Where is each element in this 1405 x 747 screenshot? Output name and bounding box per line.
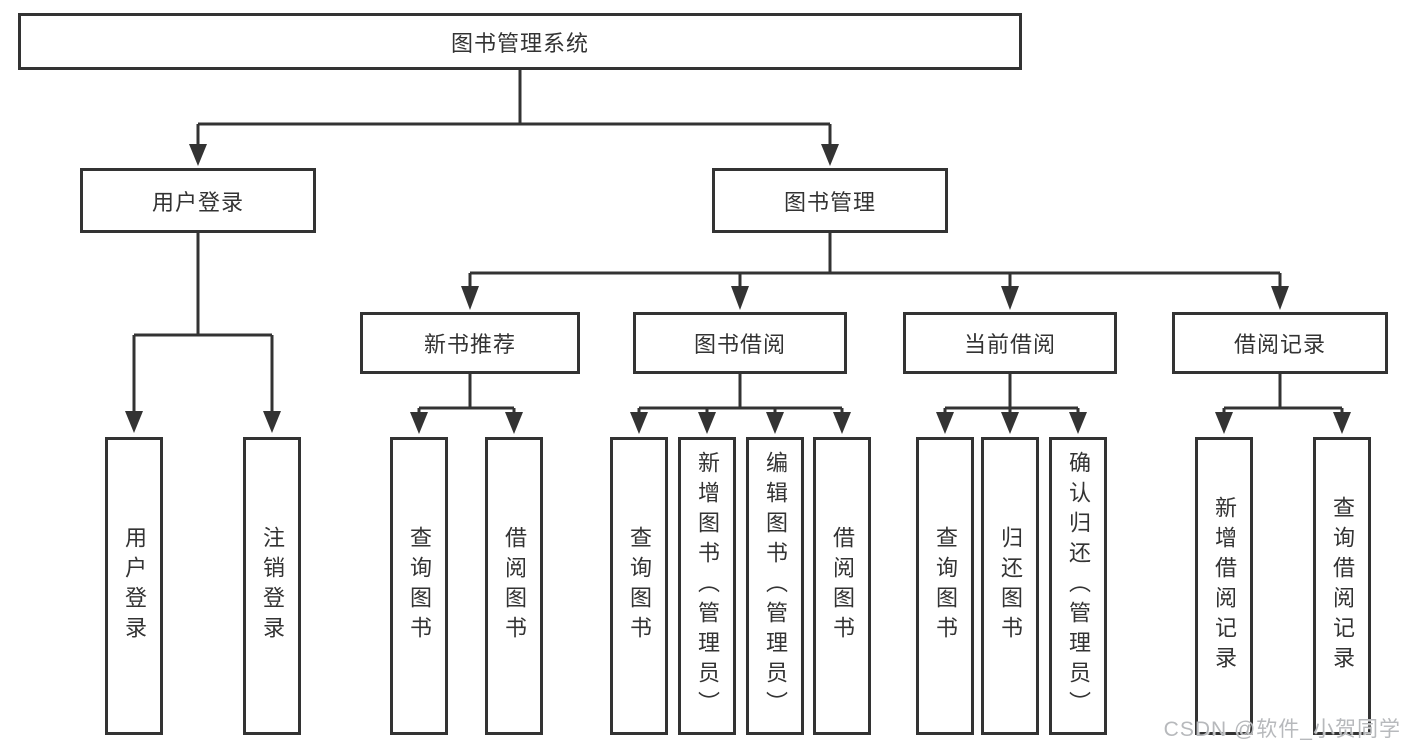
node-book-borrow-label: 图书借阅 (693, 332, 786, 357)
node-borrow-records: 借阅记录 (1172, 312, 1388, 374)
leaf-return-books-label: 归还图书 (998, 526, 1023, 646)
node-library-management-system: 图书管理系统 (18, 13, 1022, 70)
leaf-add-borrow-record-label: 新增借阅记录 (1212, 496, 1237, 676)
leaf-borrow-query-books: 查询图书 (610, 437, 668, 735)
leaf-edit-book-admin-label: 编辑图书（管理员） (763, 451, 788, 721)
leaf-logout-label: 注销登录 (260, 526, 285, 646)
leaf-confirm-return-admin: 确认归还（管理员） (1049, 437, 1107, 735)
leaf-add-book-admin-label: 新增图书（管理员） (695, 451, 720, 721)
leaf-logout: 注销登录 (243, 437, 301, 735)
leaf-confirm-return-admin-label: 确认归还（管理员） (1066, 451, 1091, 721)
node-borrow-records-label: 借阅记录 (1233, 332, 1326, 357)
node-user-login-label: 用户登录 (151, 189, 244, 215)
leaf-add-borrow-record: 新增借阅记录 (1195, 437, 1253, 735)
node-book-management-label: 图书管理 (783, 189, 876, 215)
leaf-query-borrow-record-label: 查询借阅记录 (1330, 496, 1355, 676)
leaf-recommend-borrow-books-label: 借阅图书 (502, 526, 527, 646)
leaf-current-query-books-label: 查询图书 (933, 526, 958, 646)
leaf-borrow-query-books-label: 查询图书 (627, 526, 652, 646)
node-new-book-recommend-label: 新书推荐 (423, 332, 516, 357)
node-current-borrow-label: 当前借阅 (963, 332, 1056, 357)
node-current-borrow: 当前借阅 (903, 312, 1117, 374)
leaf-current-query-books: 查询图书 (916, 437, 974, 735)
node-user-login: 用户登录 (80, 168, 316, 233)
node-new-book-recommend: 新书推荐 (360, 312, 580, 374)
leaf-borrow-borrow-books: 借阅图书 (813, 437, 871, 735)
csdn-watermark: CSDN @软件_小贺同学 (1163, 718, 1401, 741)
leaf-recommend-query-books-label: 查询图书 (407, 526, 432, 646)
leaf-borrow-borrow-books-label: 借阅图书 (830, 526, 855, 646)
leaf-query-borrow-record: 查询借阅记录 (1313, 437, 1371, 735)
leaf-return-books: 归还图书 (981, 437, 1039, 735)
leaf-user-login-label: 用户登录 (122, 526, 147, 646)
leaf-edit-book-admin: 编辑图书（管理员） (746, 437, 804, 735)
leaf-recommend-borrow-books: 借阅图书 (485, 437, 543, 735)
leaf-add-book-admin: 新增图书（管理员） (678, 437, 736, 735)
node-book-borrow: 图书借阅 (633, 312, 847, 374)
leaf-user-login: 用户登录 (105, 437, 163, 735)
leaf-recommend-query-books: 查询图书 (390, 437, 448, 735)
node-library-management-system-label: 图书管理系统 (450, 30, 589, 56)
node-book-management: 图书管理 (712, 168, 948, 233)
